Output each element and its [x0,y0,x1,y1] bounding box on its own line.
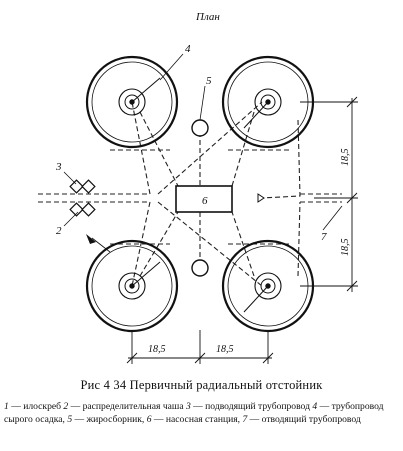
legend-text-5: — жиросборник, [72,414,147,425]
horizontal-dimension [126,330,274,364]
distribution-chambers [69,179,96,217]
arrow-1 [86,234,96,244]
legend-num-3: 3 [185,401,191,412]
sludge-pipe-top-right [231,111,255,187]
figure-caption: Рис 4 34 Первичный радиальный отстойник [80,378,323,392]
legend-text-4: — трубопровод сырого осадка, [4,401,384,425]
outlet-collector-right-lower [297,201,301,277]
pipe-to-tank-bottom-right [157,201,263,287]
dim-horizontal-right: 18,5 [216,344,234,355]
leader-2 [63,211,79,227]
leader-7 [322,205,343,231]
grease-collector-upper [191,119,209,137]
legend-num-7: 7 [242,414,248,425]
plan-title: План [195,11,220,23]
pipelines [38,101,342,287]
figure-legend: 1 — илоскреб 2 — распределительная чаша … [4,400,399,426]
legend-text-1: — илоскреб [8,401,64,412]
legend-num-6: 6 [146,414,152,425]
tank-bottom-left [85,239,179,333]
grease-collector-lower [191,259,209,277]
tank-bottom-right [221,239,315,333]
leader-3 [63,171,77,185]
legend-text-3: — подводящий трубопровод [190,401,313,412]
legend-text-7: — отводящий трубопровод [247,414,361,425]
leader-4 [159,53,184,81]
pipe-to-tank-bottom-left [131,201,151,287]
legend-num-1: 1 [4,401,9,412]
chamber-a [69,179,84,194]
sludge-pipe-bottom-right [231,211,255,277]
chamber-b [81,179,96,194]
leader-lines [63,53,343,253]
leader-5 [199,85,206,121]
dim-vertical-lower: 18,5 [340,239,351,257]
callout-5: 5 [206,75,212,87]
leader-1 [91,237,111,253]
chamber-d [81,202,96,217]
dim-vertical-upper: 18,5 [340,149,351,167]
sludge-pipe-bottom-left [139,211,179,277]
outlet-valve [257,193,265,203]
pump-station-label: 6 [202,195,208,207]
tank-top-right [221,55,315,149]
outlet-collector-right [261,119,301,199]
legend-num-5: 5 [67,414,73,425]
legend-num-2: 2 [63,401,69,412]
vertical-dimension [300,96,358,292]
legend-text-2: — распределительная чаша [68,401,186,412]
chamber-c [69,202,84,217]
settling-tank-plan-drawing: План [38,11,358,364]
sludge-pipe-top-left [139,111,179,187]
legend-text-6: — насосная станция, [151,414,243,425]
callout-7: 7 [321,231,327,243]
pipe-to-tank-top-right [157,101,263,195]
callout-4: 4 [185,43,191,55]
tank-top-left [85,55,179,149]
callout-3: 3 [55,161,62,173]
dim-horizontal-left: 18,5 [148,344,166,355]
callout-2: 2 [56,225,62,237]
pump-station [175,185,233,213]
legend-num-4: 4 [312,401,318,412]
